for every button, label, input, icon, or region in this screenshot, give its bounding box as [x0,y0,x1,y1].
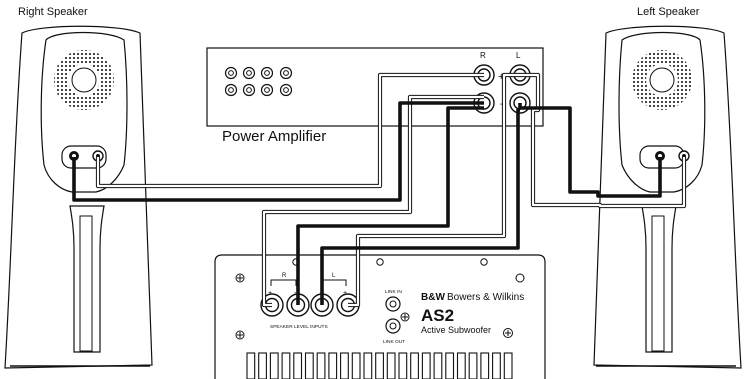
link-in-label: LINK IN [385,289,402,295]
amp-channel-r-label: R [480,51,486,60]
speaker-cables [72,72,687,308]
speaker-level-inputs-label: SPEAKER LEVEL INPUTS [270,324,328,330]
heatsink-fin [316,352,326,379]
heatsink-fin [386,352,396,379]
sub-l-label: L [332,273,336,279]
heatsink-fin [480,352,490,379]
heatsink-fin [351,352,361,379]
brand-logo: B&W [421,292,445,303]
sub-r-label: R [282,273,287,279]
heatsink-fin [492,352,501,379]
model-subtitle-label: Active Subwoofer [421,325,491,335]
sub-minus-r-label: - [294,290,297,297]
heatsink-fin [503,352,513,379]
heatsink-fin [281,352,291,379]
heatsink-fin [304,352,314,379]
link-out-label: LINK OUT [383,339,405,345]
negative-cables [72,101,662,305]
positive-cables [95,72,687,308]
heatsink-fin [456,352,466,379]
heatsink-fin [468,352,478,379]
heatsink-fin [246,352,256,379]
amp-input-jacks [224,66,293,97]
power-amplifier: R L + - Power Amplifier [206,47,544,145]
heatsink-fin [421,352,431,379]
heatsink-fin [433,352,443,379]
heatsink-fin [398,352,408,379]
heatsink-fin [269,352,279,379]
model-label: AS2 [421,306,454,325]
left-speaker: Left Speaker [593,6,742,369]
heatsink-fin [410,352,419,379]
heatsink-fin [363,352,373,379]
sub-plus-l-label: + [343,290,347,297]
heatsink-fin [328,352,338,379]
amp-plus-label: + [498,71,504,83]
heatsink-fins [246,352,513,379]
left-speaker-label: Left Speaker [637,6,700,18]
right-speaker-label: Right Speaker [18,6,88,18]
heatsink-fin [258,352,267,379]
heatsink-fin [340,352,349,379]
heatsink-fin [375,352,384,379]
brand-name: Bowers & Wilkins [447,292,524,303]
power-amplifier-label: Power Amplifier [222,128,326,145]
amp-channel-l-label: L [516,51,521,60]
heatsink-fin [293,352,303,379]
heatsink-fin [445,352,455,379]
right-speaker: Right Speaker [4,6,153,369]
